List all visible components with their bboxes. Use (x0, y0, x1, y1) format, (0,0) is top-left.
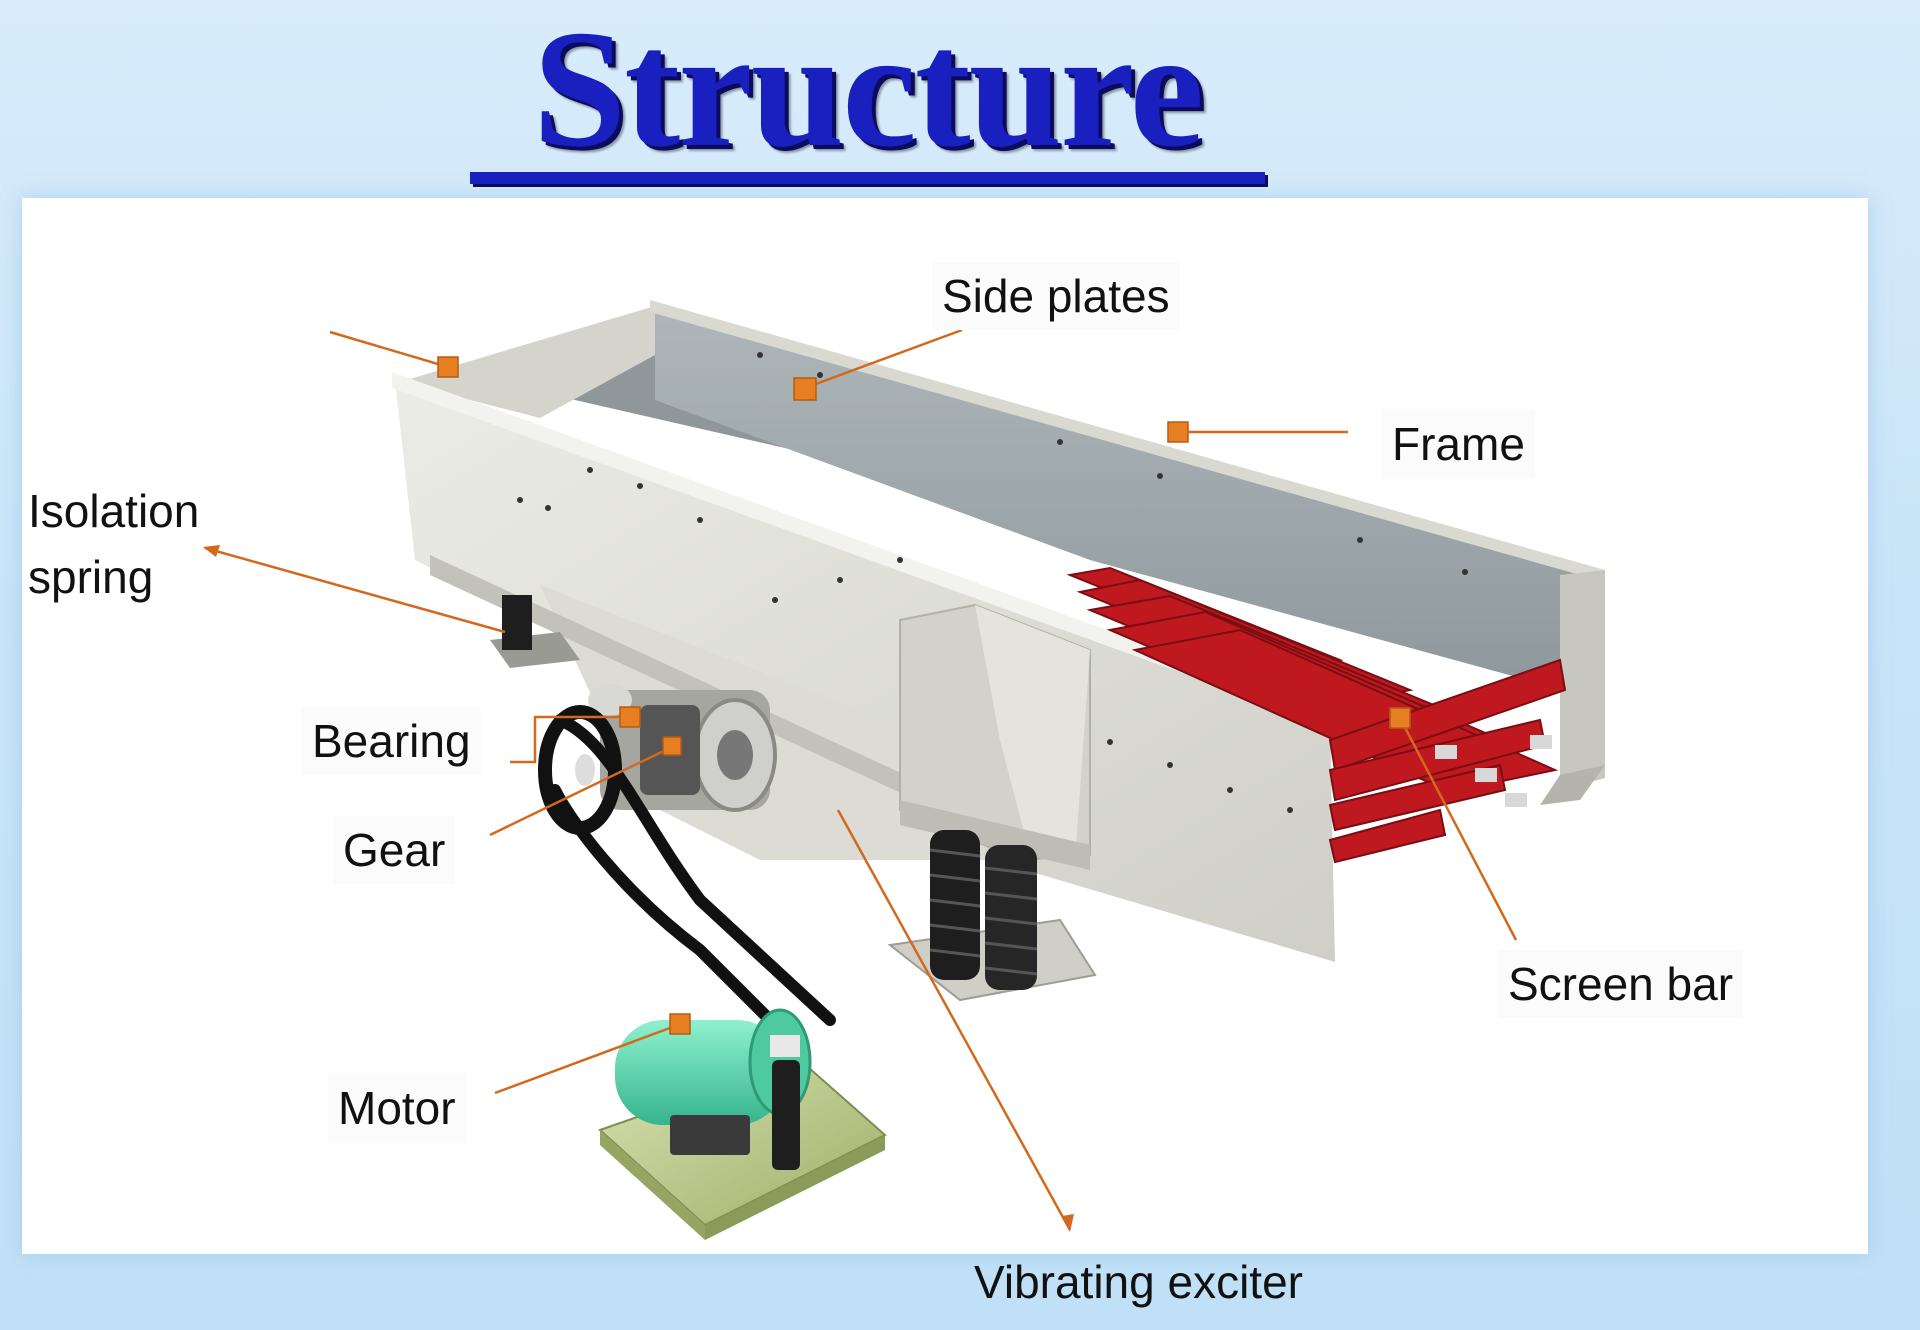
label-bearing: Bearing (302, 707, 481, 775)
marker-screen-bar (1389, 707, 1411, 729)
leader-lines (204, 328, 1518, 1231)
motor-assembly (598, 1008, 887, 1240)
leader-bearing (510, 715, 630, 764)
arrow-heads (203, 545, 1074, 1232)
part-markers (437, 356, 1411, 1035)
leader-screen-bar (1398, 717, 1518, 941)
leader-isolation-spring (204, 546, 506, 634)
isolation-spring-left (490, 595, 580, 668)
label-frame: Frame (1382, 410, 1535, 478)
isolation-springs-front (887, 830, 1097, 1002)
leader-motor (494, 1023, 679, 1095)
label-motor: Motor (328, 1074, 466, 1142)
label-gear: Gear (333, 816, 456, 884)
screen-bar-ends (1435, 735, 1552, 807)
drive-belt (549, 714, 836, 1046)
label-screen-bar: Screen bar (1498, 950, 1744, 1018)
leader-side-plates (804, 328, 963, 390)
front-side-plate (395, 380, 1335, 962)
marker-frame (1167, 421, 1189, 443)
label-vibrating-exciter: Vibrating exciter (974, 1256, 1303, 1308)
marker-motor (669, 1013, 691, 1035)
marker-gear (662, 736, 682, 756)
bolt-holes (517, 352, 1468, 813)
marker-side-plates (793, 377, 817, 401)
leader-gear (489, 745, 673, 837)
vibrating-exciter-housing (588, 684, 777, 812)
page-title: Structure (532, 0, 1204, 182)
marker-top-left (437, 356, 459, 378)
cross-support (899, 603, 1091, 870)
leader-top-left (329, 330, 449, 369)
pulley (538, 705, 622, 835)
marker-bearing (619, 706, 641, 728)
back-wall (655, 306, 1600, 700)
title-underline (470, 172, 1265, 184)
label-side-plates: Side plates (932, 262, 1180, 330)
label-isolation-spring: Isolation spring (28, 485, 200, 603)
leader-vibrating-exciter (836, 809, 1072, 1231)
